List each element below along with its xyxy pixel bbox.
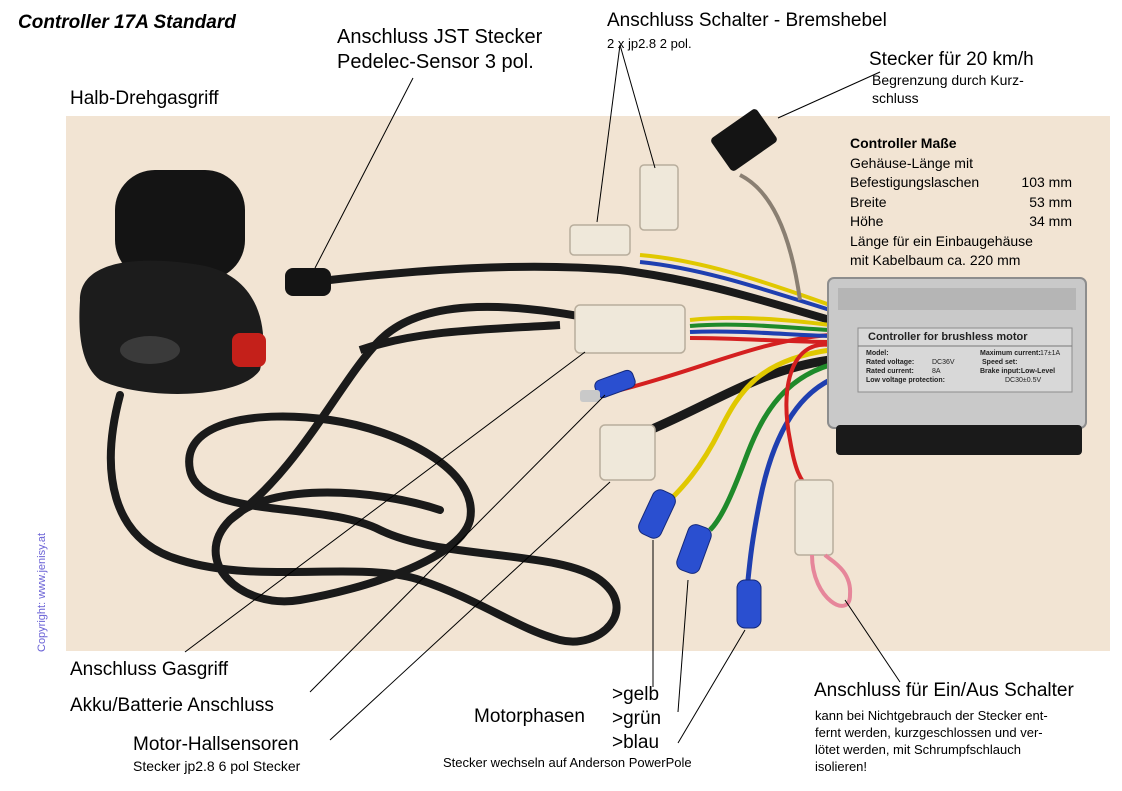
throttle-button <box>232 333 266 367</box>
leader-lines <box>184 44 901 744</box>
copyright-text: Copyright: www.jenisy.at <box>36 532 48 652</box>
wire-green <box>708 362 831 532</box>
label-phase-gelb: >gelb <box>612 684 660 705</box>
label-halb-drehgasgriff: Halb-Drehgasgriff <box>70 88 219 109</box>
wire-blue <box>745 377 832 581</box>
label-einaus-title: Anschluss für Ein/Aus Schalter <box>814 680 1074 701</box>
on-off-loop <box>810 553 853 608</box>
label-akku: Akku/Batterie Anschluss <box>70 695 274 716</box>
label-stecker20-line1: Begrenzung durch Kurz- <box>872 72 1024 88</box>
label-motorphasen: Motorphasen <box>474 706 585 727</box>
speed-limit-plug <box>711 109 777 171</box>
dim-value: 34 mm <box>1029 213 1072 229</box>
dim-row: Gehäuse-Länge mit <box>850 154 1072 174</box>
battery-cable <box>358 321 561 354</box>
controller-label-rated-voltage-value: DC36V <box>932 359 955 366</box>
controller-label-brake-input: Brake input:Low-Level <box>980 368 1056 375</box>
controller-dimensions: Controller Maße Gehäuse-Länge mit Befest… <box>850 134 1072 271</box>
controller-label-model: Model: <box>866 350 889 357</box>
dim-label: Höhe <box>850 213 884 229</box>
dim-row: Breite 53 mm <box>850 193 1072 213</box>
label-phase-blau: >blau <box>612 732 660 753</box>
label-stecker20-line2: schluss <box>872 90 919 106</box>
label-jst-line1: Anschluss JST Stecker <box>337 26 543 48</box>
einaus-note: kann bei Nichtgebrauch der Stecker ent- … <box>815 707 1048 775</box>
white-connectors <box>569 164 834 556</box>
dim-row: Höhe 34 mm <box>850 212 1072 232</box>
throttle-grip <box>79 170 266 394</box>
dim-label: mit Kabelbaum ca. 220 mm <box>850 252 1021 268</box>
label-schalter-title: Anschluss Schalter - Bremshebel <box>607 10 887 31</box>
speed-limit-cable <box>739 173 802 301</box>
dim-row: Befestigungslaschen 103 mm <box>850 173 1072 193</box>
label-stecker20-title: Stecker für 20 km/h <box>869 49 1034 70</box>
jst-plug <box>285 268 331 296</box>
dim-row: Länge für ein Einbaugehäuse <box>850 232 1072 252</box>
controller-label-rated-voltage: Rated voltage: <box>866 359 915 366</box>
dim-row: mit Kabelbaum ca. 220 mm <box>850 251 1072 271</box>
label-hall-sub: Stecker jp2.8 6 pol Stecker <box>133 758 301 774</box>
einaus-note-line: lötet werden, mit Schrumpfschlauch <box>815 742 1021 757</box>
diagram-title: Controller 17A Standard <box>18 12 236 33</box>
einaus-note-line: isolieren! <box>815 759 868 774</box>
einaus-note-line: fernt werden, kurzgeschlossen und ver- <box>815 725 1043 740</box>
wire-red <box>784 342 831 492</box>
label-anderson: Stecker wechseln auf Anderson PowerPole <box>443 755 692 770</box>
dim-label: Gehäuse-Länge mit <box>850 154 973 171</box>
label-phase-gruen: >grün <box>612 708 662 729</box>
controller-label-max-current-value: 17±1A <box>1040 350 1061 357</box>
blue-crimp-connectors <box>594 369 762 629</box>
controller-body <box>827 277 1087 455</box>
label-schalter-sub: 2 x jp2.8 2 pol. <box>607 36 692 51</box>
hall-sensor-cable <box>648 355 831 435</box>
controller-label-low-voltage-value: DC30±0.5V <box>1005 377 1042 384</box>
dim-label: Länge für ein Einbaugehäuse <box>850 232 1033 249</box>
controller-label-low-voltage: Low voltage protection: <box>866 377 945 384</box>
wire-yellow <box>668 347 831 502</box>
label-gasgriff: Anschluss Gasgriff <box>70 659 229 680</box>
dim-label: Befestigungslaschen <box>850 174 980 190</box>
dim-value: 103 mm <box>1021 174 1072 190</box>
wire-red-battery <box>619 333 831 392</box>
controller-label-rated-current: Rated current: <box>866 368 914 375</box>
label-hall-title: Motor-Hallsensoren <box>133 734 299 755</box>
einaus-note-line: kann bei Nichtgebrauch der Stecker ent- <box>815 708 1048 723</box>
controller-label-header: Controller for brushless motor <box>868 331 1028 343</box>
controller-label-max-current: Maximum current: <box>980 350 1041 357</box>
controller-label-speed-set: Speed set: <box>982 359 1018 366</box>
label-jst-line2: Pedelec-Sensor 3 pol. <box>337 51 534 73</box>
spade-terminal <box>580 390 600 402</box>
wire-bundle <box>639 253 831 344</box>
dim-value: 53 mm <box>1029 193 1072 210</box>
controller-label-rated-current-value: 8A <box>932 368 941 375</box>
controller-dimensions-heading: Controller Maße <box>850 135 957 151</box>
jst-sensor-cable <box>326 262 834 324</box>
dim-label: Breite <box>850 193 887 210</box>
